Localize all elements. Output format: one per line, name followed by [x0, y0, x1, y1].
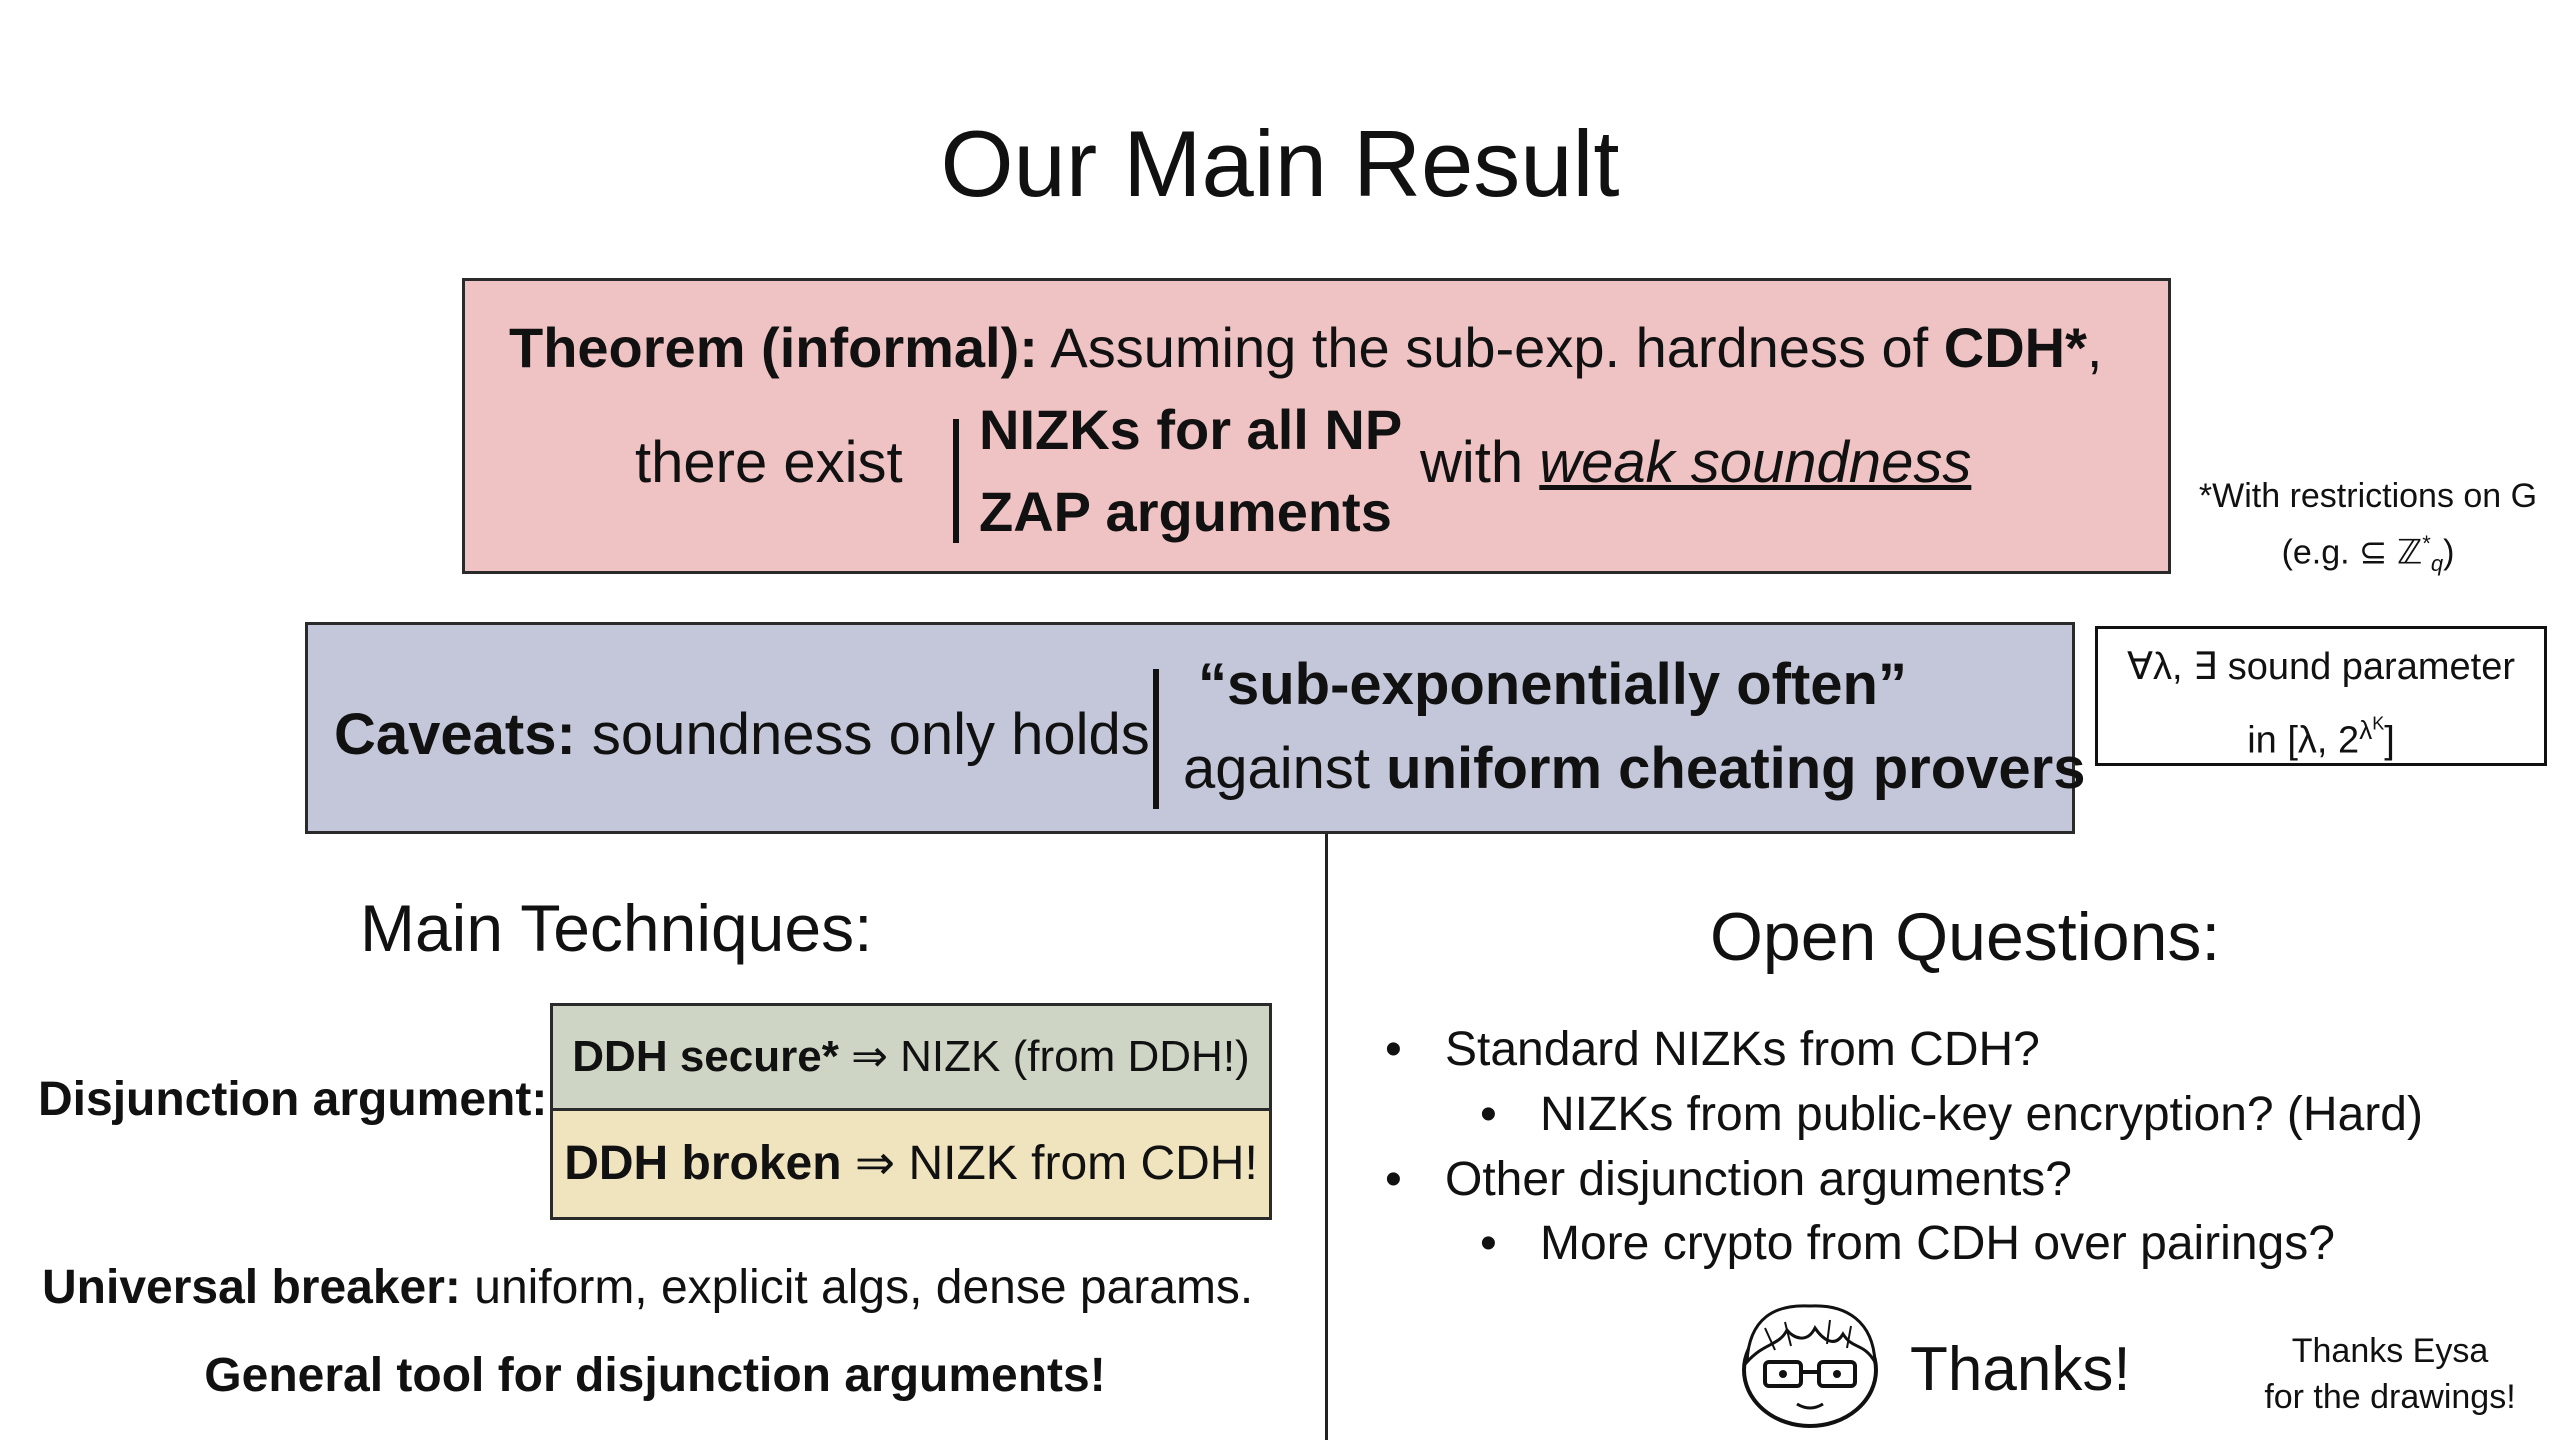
- ddh-broken-box: DDH broken ⇒ NIZK from CDH!: [550, 1108, 1272, 1220]
- list-item: • NIZKs from public-key encryption? (Hard…: [1480, 1087, 2423, 1142]
- param-line2-post: ]: [2384, 719, 2395, 762]
- theorem-with: with weak soundness: [1420, 429, 1971, 496]
- caveats-uniform: uniform cheating provers: [1386, 736, 2086, 801]
- caveats-box: Caveats: soundness only holds “sub-expon…: [305, 622, 2086, 834]
- bullet-icon: •: [1385, 1153, 1402, 1206]
- universal-rest: uniform, explicit algs, dense params.: [460, 1261, 1254, 1314]
- list-item-text: Standard NIZKs from CDH?: [1445, 1023, 2040, 1076]
- face-drawing-icon: [1742, 1304, 1878, 1428]
- drawing-credit: Thanks Eysa for the drawings!: [2240, 1328, 2540, 1420]
- theorem-statement: Theorem (informal): Assuming the sub-exp…: [509, 315, 2102, 380]
- theorem-zaps: ZAP arguments: [979, 480, 1392, 543]
- credit-line1: Thanks Eysa: [2291, 1332, 2489, 1370]
- param-sup-k: K: [2372, 713, 2385, 733]
- credit-line2: for the drawings!: [2264, 1378, 2516, 1416]
- universal-breaker: Universal breaker: uniform, explicit alg…: [42, 1260, 1253, 1315]
- theorem-cdh: CDH*: [1943, 316, 2087, 379]
- theorem-weak-soundness: weak soundness: [1539, 430, 1972, 495]
- footnote-line2: (e.g. ⊆ ℤ*q): [2178, 520, 2558, 588]
- bullet-icon: •: [1385, 1023, 1402, 1076]
- techniques-title: Main Techniques:: [360, 891, 873, 965]
- bullet-icon: •: [1480, 1088, 1497, 1141]
- list-item: • More crypto from CDH over pairings?: [1480, 1216, 2335, 1271]
- list-item-text: Other disjunction arguments?: [1445, 1153, 2072, 1206]
- param-sup: λK: [2359, 713, 2385, 745]
- theorem-nizks: NIZKs for all NP: [979, 398, 1403, 461]
- general-tool: General tool for disjunction arguments!: [204, 1349, 1106, 1402]
- footnote-close: ): [2443, 533, 2455, 572]
- theorem-there-exist: there exist: [635, 430, 903, 495]
- universal-bold: Universal breaker:: [42, 1261, 461, 1314]
- list-item: • Standard NIZKs from CDH?: [1385, 1022, 2040, 1077]
- footnote-sub: q: [2430, 551, 2444, 577]
- caveats-against-word: against: [1183, 736, 1387, 801]
- param-line2-pre: in [λ, 2: [2247, 719, 2360, 762]
- caveats-sub-exp: “sub-exponentially often”: [1198, 652, 1907, 717]
- caveats-divider-bar: [1153, 669, 1159, 809]
- theorem-divider-bar: [953, 419, 959, 543]
- caveats-soundness: soundness only holds: [575, 702, 1150, 767]
- list-item-text: More crypto from CDH over pairings?: [1540, 1217, 2335, 1270]
- sound-parameter-box: ∀λ, ∃ sound parameter in [λ, 2λK]: [2095, 626, 2547, 766]
- open-questions-title: Open Questions:: [1710, 899, 2221, 975]
- param-sup-lambda: λ: [2359, 714, 2373, 745]
- footnote-line1: *With restrictions on G: [2198, 477, 2538, 515]
- disjunction-label: Disjunction argument:: [38, 1073, 548, 1126]
- list-item-text: NIZKs from public-key encryption? (Hard): [1540, 1088, 2423, 1141]
- ddh-broken-rest: ⇒ NIZK from CDH!: [841, 1137, 1258, 1190]
- caveats-label: Caveats:: [334, 702, 576, 767]
- caveats-text: Caveats: soundness only holds: [334, 701, 1150, 768]
- slide-title: Our Main Result: [940, 111, 1620, 216]
- bullet-icon: •: [1480, 1217, 1497, 1270]
- ddh-secure-rest: ⇒ NIZK (from DDH!): [838, 1032, 1250, 1081]
- theorem-comma: ,: [2086, 316, 2103, 379]
- footnote-line2-text: (e.g. ⊆ ℤ: [2281, 533, 2423, 572]
- theorem-box: Theorem (informal): Assuming the sub-exp…: [462, 278, 2171, 574]
- param-line2: in [λ, 2λK]: [2098, 695, 2544, 768]
- param-line1: ∀λ, ∃ sound parameter: [2127, 646, 2515, 688]
- thanks-text: Thanks!: [1910, 1335, 2131, 1404]
- ddh-broken-bold: DDH broken: [564, 1137, 842, 1190]
- footnote-sup: *: [2422, 531, 2431, 556]
- caveats-against: against uniform cheating provers: [1183, 735, 2086, 802]
- vertical-divider: [1325, 834, 1328, 1440]
- theorem-assumption: Assuming the sub-exp. hardness of: [1037, 316, 1944, 379]
- theorem-label: Theorem (informal):: [509, 316, 1038, 379]
- ddh-secure-box: DDH secure* ⇒ NIZK (from DDH!): [550, 1003, 1272, 1111]
- cdh-footnote: *With restrictions on G (e.g. ⊆ ℤ*q): [2178, 472, 2558, 588]
- ddh-secure-bold: DDH secure*: [572, 1032, 839, 1081]
- theorem-with-word: with: [1420, 430, 1540, 495]
- list-item: • Other disjunction arguments?: [1385, 1152, 2072, 1207]
